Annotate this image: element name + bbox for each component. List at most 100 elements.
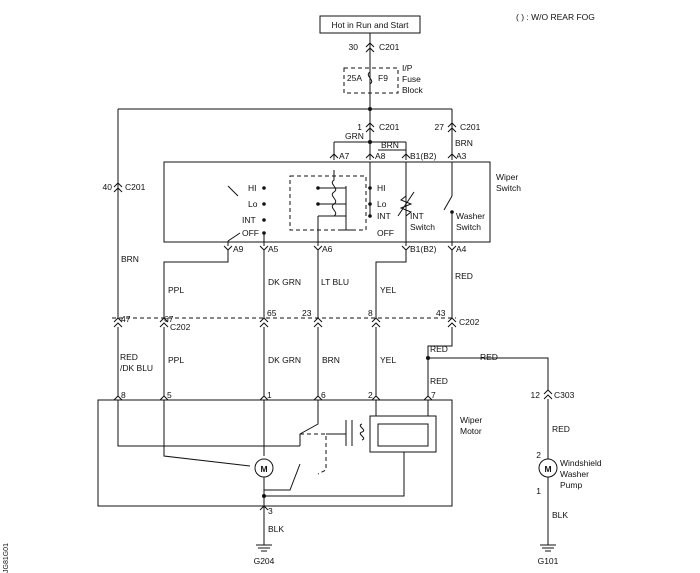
wire-brn-right: BRN [455,138,473,148]
bus-splice [368,107,372,111]
motor-pin-6: 6 [321,390,326,400]
switch-pin-a5: A5 [268,244,279,254]
washer-pump-m: M [544,464,551,474]
pump-pin-bottom: 1 [536,486,541,496]
c303-pin: 12 [531,390,541,400]
switch-feed-splice [368,140,372,144]
wire-red-c202: RED [430,344,448,354]
c202-pin47-mark [113,317,123,328]
c202-pin-23: 23 [302,308,312,318]
c303-connector [543,389,553,400]
ground-g204-symbol [256,544,272,552]
switch-pin-a4: A4 [456,244,467,254]
motor-relay-box [369,415,437,453]
c202-pin65-mark [259,317,269,328]
right-pos-off: OFF [377,228,394,238]
wire-red-branch: RED [480,352,498,362]
wire-brn-left: BRN [121,254,139,264]
washer-switch-label-2: Switch [456,222,481,232]
fuse-block-label-3: Block [402,85,424,95]
int-wiper-arrow [397,191,415,217]
wire-brn-lower: BRN [322,355,340,365]
fuse-rating: 25A [347,73,362,83]
pin-b1-top-mark [401,153,411,159]
gang-dot-1 [316,186,320,190]
c201-pin1-name: C201 [379,122,400,132]
motor-relay-coil [359,423,365,441]
pin-b1-bottom-mark [401,245,411,251]
c201-pin27-number: 27 [435,122,445,132]
fuse-block-label-1: I/P [402,63,413,73]
park-switch-cam [300,433,327,475]
right-pos-hi: HI [377,183,386,193]
c202-pin8-mark [371,317,381,328]
c202-pin-65: 65 [267,308,277,318]
contact-l-hi [262,186,266,190]
power-source-label: Hot in Run and Start [331,20,409,30]
right-pos-lo: Lo [377,199,387,209]
washer-pump-title-1: Windshield [560,458,602,468]
c201-pin27-connector [447,122,457,133]
wire-yel-lower: YEL [380,355,396,365]
motor-pin6-mark [313,395,323,401]
wire-yel-upper: YEL [380,285,396,295]
c202-pin-marks [113,317,457,328]
c202-name-right: C202 [459,317,480,327]
pin-a6-mark [313,245,323,251]
ground-g204: G204 [254,556,275,566]
ppl-wire-upper [163,250,229,318]
right-pos-int: INT [377,211,391,221]
c201-pin40-name: C201 [125,182,146,192]
wire-red-pump: RED [552,424,570,434]
left-pos-int: INT [242,215,256,225]
switch-pin-a3: A3 [456,151,467,161]
wire-brn-top: BRN [381,140,399,150]
motor-pin7-mark [423,395,433,401]
int-resistor [399,195,413,217]
wiper-motor-box [97,399,453,507]
c201-pin30-number: 30 [349,42,359,52]
switch-pin-a7: A7 [339,151,350,161]
c202-pin-67: 67 [164,314,174,324]
c201-pin1-connector [365,122,375,133]
c201-pin40-number: 40 [103,182,113,192]
motor-pin-marks [113,395,433,401]
wire-dkgrn-upper: DK GRN [268,277,301,287]
left-pos-lo: Lo [248,199,258,209]
pin-a5-mark [259,245,269,251]
motor-pin-1: 1 [267,390,272,400]
fuse-symbol [367,71,373,85]
motor-pin-8: 8 [121,390,126,400]
pump-pin-top: 2 [536,450,541,460]
wiper-motor-title-2: Motor [460,426,482,436]
motor-ground-pin-mark [259,505,269,511]
wiper-switch-title-2: Switch [496,183,521,193]
wire-ppl-lower: PPL [168,355,184,365]
c201-pin30-connector [365,42,375,53]
ground-splice [262,494,266,498]
left-pos-off: OFF [242,228,259,238]
motor-pin1-mark [259,395,269,401]
washer-pump-title-3: Pump [560,480,582,490]
washer-sw-blade [443,195,453,211]
left-blade-top [227,185,239,197]
contact-l-int [262,218,266,222]
pin-a8-mark [365,153,375,159]
gang-dot-2 [316,202,320,206]
switch-pin-a9: A9 [233,244,244,254]
washer-switch-label-1: Washer [456,211,485,221]
red-wire-to-motor [427,327,453,396]
side-code: JG81G01 [3,543,10,573]
fuse-block-label-2: Fuse [402,74,421,84]
c303-name: C303 [554,390,575,400]
wiper-motor-m: M [260,464,267,474]
wire-blk-motor: BLK [268,524,284,534]
motor-relay-inner [377,423,429,447]
wire-ltblu: LT BLU [321,277,349,287]
red-wire-to-pump [428,357,549,390]
yel-wire-upper [375,250,407,318]
c201-pin27-name: C201 [460,122,481,132]
switch-ganged-mechanism [289,175,367,231]
